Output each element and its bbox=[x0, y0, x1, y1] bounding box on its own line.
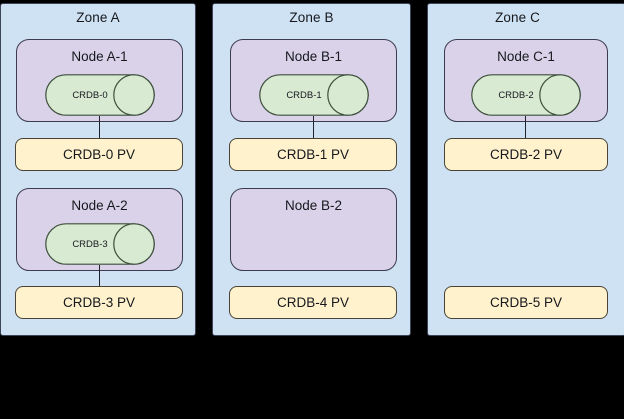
connector-crdb-0 bbox=[99, 116, 100, 139]
pod-label: CRDB-0 bbox=[72, 89, 108, 101]
pv-box-crdb-2-pv: CRDB-2 PV bbox=[444, 138, 608, 171]
node-label: Node A-2 bbox=[71, 198, 128, 213]
zone-label: Zone A bbox=[76, 10, 120, 25]
pv-box-crdb-5-pv: CRDB-5 PV bbox=[444, 286, 608, 319]
pod-cylinder-crdb-1: CRDB-1 bbox=[259, 74, 369, 116]
pod-cylinder-crdb-0: CRDB-0 bbox=[45, 74, 155, 116]
pod-cylinder-crdb-3: CRDB-3 bbox=[45, 223, 155, 265]
pod-label: CRDB-3 bbox=[72, 238, 108, 250]
pod-label: CRDB-2 bbox=[498, 89, 534, 101]
pv-box-crdb-1-pv: CRDB-1 PV bbox=[229, 138, 397, 171]
node-label: Node A-1 bbox=[71, 49, 128, 64]
node-box-b-2: Node B-2 bbox=[230, 188, 397, 271]
zone-label: Zone B bbox=[289, 10, 334, 25]
node-label: Node B-1 bbox=[284, 49, 343, 64]
pod-cylinder-crdb-2: CRDB-2 bbox=[471, 74, 581, 116]
pv-box-crdb-4-pv: CRDB-4 PV bbox=[229, 286, 397, 319]
connector-crdb-2 bbox=[525, 116, 526, 139]
node-label: Node C-1 bbox=[497, 49, 555, 64]
pv-box-crdb-3-pv: CRDB-3 PV bbox=[15, 286, 183, 319]
zone-label: Zone C bbox=[495, 10, 540, 25]
pod-label: CRDB-1 bbox=[286, 89, 322, 101]
pv-box-crdb-0-pv: CRDB-0 PV bbox=[15, 138, 183, 171]
connector-crdb-3 bbox=[99, 265, 100, 288]
node-label: Node B-2 bbox=[284, 198, 343, 213]
connector-crdb-1 bbox=[313, 116, 314, 139]
